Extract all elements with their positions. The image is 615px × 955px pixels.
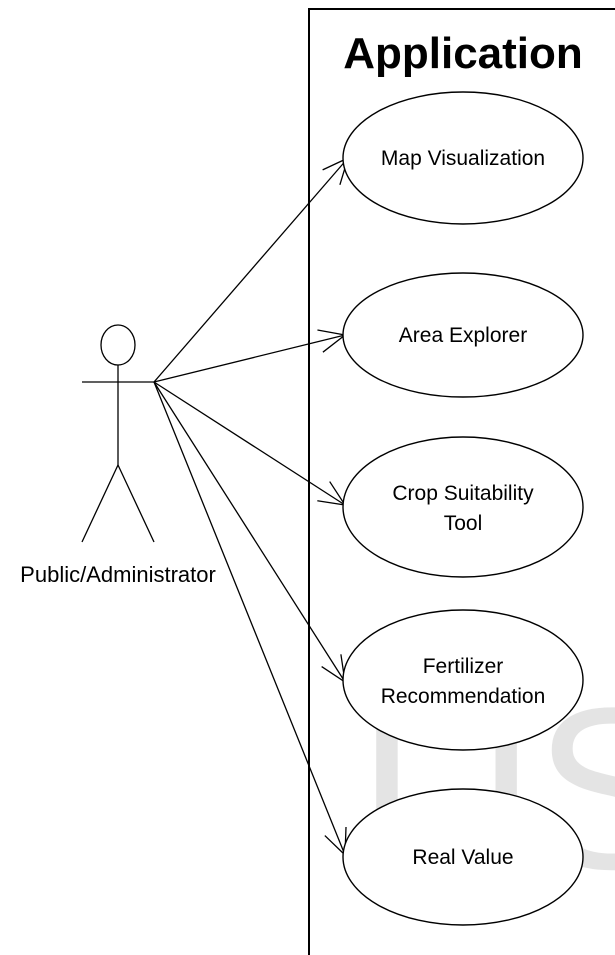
association-line-area-explorer	[153, 334, 346, 383]
system-boundary	[308, 8, 615, 955]
association-line-fertilizer-recommendation	[153, 381, 346, 683]
association-line-crop-suitability-tool	[153, 381, 346, 506]
arrowhead-crop-suitability-tool	[317, 481, 347, 506]
use-case-label: Area Explorer	[399, 324, 527, 347]
actor-label: Public/Administrator	[20, 562, 216, 587]
arrowhead-fertilizer-recommendation	[321, 654, 346, 684]
use-case-ellipse	[342, 436, 584, 578]
actor-head	[100, 324, 136, 366]
use-case-label-line-1: Fertilizer	[423, 655, 504, 678]
actor-right-leg	[117, 464, 155, 543]
actor-left-leg	[81, 464, 119, 543]
use-case-label: Real Value	[412, 846, 513, 869]
use-case-ellipse	[342, 788, 584, 926]
use-case-area-explorer: Area Explorer	[342, 272, 584, 398]
use-case-label-line-2: Recommendation	[381, 685, 546, 708]
use-case-ellipse	[342, 91, 584, 225]
use-case-real-value: Real Value	[342, 788, 584, 926]
use-case-label: Map Visualization	[381, 147, 545, 170]
use-case-label-line-1: Crop Suitability	[392, 482, 534, 505]
association-line-map-visualization	[153, 157, 349, 383]
use-case-fertilizer-recommendation: Fertilizer Recommendation	[342, 609, 584, 751]
actor-figure	[81, 324, 155, 543]
association-line-real-value	[153, 381, 346, 856]
use-case-crop-suitability-tool: Crop Suitability Tool	[342, 436, 584, 578]
associations	[153, 156, 350, 857]
use-case-ellipse	[342, 609, 584, 751]
system-title: Application	[343, 29, 583, 78]
use-case-map-visualization: Map Visualization	[342, 91, 584, 225]
use-case-label-line-2: Tool	[444, 512, 483, 535]
use-case-ellipse	[342, 272, 584, 398]
